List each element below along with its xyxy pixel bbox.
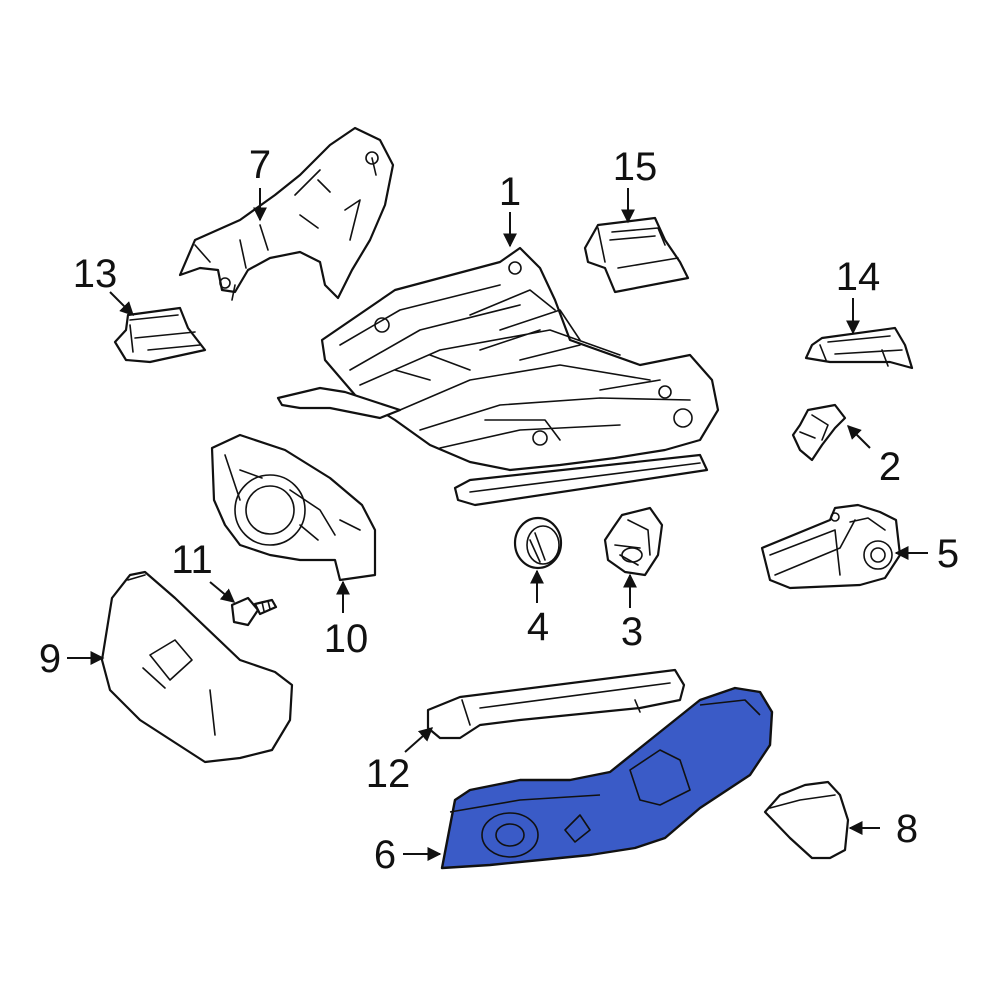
callout-13: 13 [73, 252, 118, 296]
callout-8: 8 [896, 807, 918, 851]
callout-10: 10 [324, 617, 369, 661]
part-11-bolt[interactable] [230, 596, 278, 627]
part-4-knob[interactable] [513, 516, 563, 570]
part-15-bracket[interactable] [583, 216, 690, 294]
callout-5: 5 [937, 532, 959, 576]
callout-15: 15 [613, 145, 658, 189]
part-12-trim[interactable] [426, 668, 686, 740]
leader-13 [109, 291, 134, 316]
leader-11 [209, 581, 236, 603]
part-10-housing[interactable] [210, 433, 377, 582]
callout-4: 4 [527, 605, 549, 649]
part-6-fill [440, 686, 774, 870]
part-1-seat-frame[interactable] [276, 246, 720, 507]
part-5-motor[interactable] [760, 503, 902, 590]
callout-11: 11 [171, 538, 213, 582]
callout-2: 2 [879, 445, 901, 489]
part-3-switch[interactable] [603, 506, 664, 577]
part-6-outer-shield[interactable] [440, 686, 774, 870]
leader-lines [67, 188, 928, 861]
callout-labels: 1 2 3 4 5 6 7 8 9 10 11 12 13 14 15 [39, 143, 959, 877]
part-7-hinge-cover[interactable] [178, 126, 395, 301]
callout-14: 14 [836, 255, 881, 299]
part-2-bracket[interactable] [791, 403, 847, 462]
part-9-shield-cover[interactable] [100, 570, 294, 764]
callout-9: 9 [39, 637, 61, 681]
part-13-bracket[interactable] [113, 306, 207, 364]
callout-6: 6 [374, 833, 396, 877]
callout-7: 7 [249, 143, 271, 187]
callout-3: 3 [621, 610, 643, 654]
leader-2 [847, 425, 871, 449]
part-14-bracket[interactable] [804, 326, 914, 370]
part-8-cap[interactable] [763, 780, 850, 860]
callout-12: 12 [366, 752, 411, 796]
leader-12 [404, 727, 434, 753]
callout-1: 1 [499, 170, 521, 214]
